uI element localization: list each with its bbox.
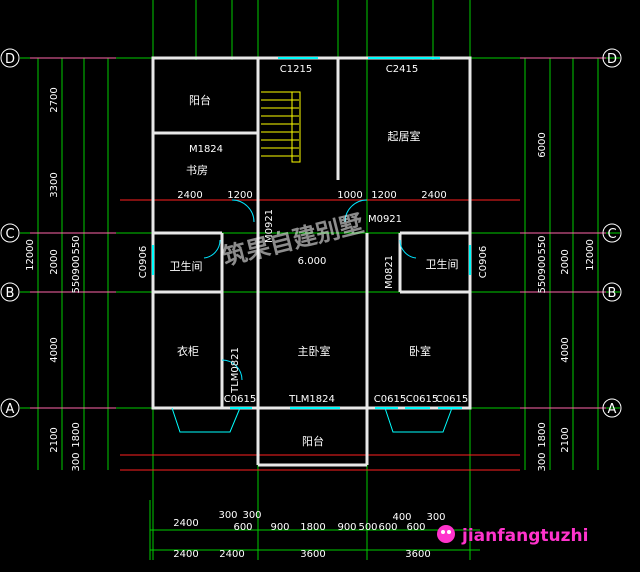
axis-label-d-left: D [5,52,15,67]
dim-bottom-1-8: 600 [378,522,397,533]
axis-label-b-left: B [6,286,15,301]
dim-left-2100: 2100 [49,427,60,452]
brand-badge: jianfangtuzhi [437,525,588,546]
dim-right-12000: 12000 [585,239,596,271]
dim-bottom-2-3: 3600 [405,549,430,560]
label-m0921-b: M0921 [368,214,402,225]
dim-2400-a: 2400 [177,190,202,201]
room-bath-right: 卫生间 [426,257,459,271]
room-bath-left: 卫生间 [170,259,203,273]
dim-bottom-2-0: 2400 [173,549,198,560]
label-m1824: M1824 [189,144,223,155]
dim-bottom-1-4: 900 [270,522,289,533]
dim-left-2700: 2700 [49,87,60,112]
bay-windows [171,407,453,433]
grid-lines [20,0,620,560]
tick-marks [30,57,606,409]
label-tlm0821: TLM0821 [230,347,241,394]
brand-text: jianfangtuzhi [461,526,588,546]
dim-bottom-2-1: 2400 [219,549,244,560]
room-study: 书房 [186,164,208,177]
dim-bottom-1-10: 600 [406,522,425,533]
dim-bottom-1-6: 900 [337,522,356,533]
label-c2415: C2415 [386,64,418,75]
dim-right-4000: 4000 [560,337,571,362]
axis-bubbles [0,48,622,418]
dim-1200-b: 1200 [371,190,396,201]
room-closet: 衣柜 [177,344,199,358]
chat-icon [437,525,455,543]
dim-1200-a: 1200 [227,190,252,201]
room-living: 起居室 [388,129,421,143]
dim-right-2000: 2000 [560,249,571,274]
dim-bottom-2-2: 3600 [300,549,325,560]
axis-label-a-left: A [6,402,15,417]
dim-right-300: 300 [537,452,548,471]
axis-label-a-right: A [608,402,617,417]
label-c0615-4: C0615 [436,394,468,405]
label-c0615-1: C0615 [224,394,256,405]
windows [152,57,471,409]
label-c1215: C1215 [280,64,312,75]
dim-bottom-1-5: 1800 [300,522,325,533]
dim-right-550b: 550 [537,274,548,293]
label-c0615-2: C0615 [374,394,406,405]
dim-left-4000: 4000 [49,337,60,362]
dim-right-2100: 2100 [560,427,571,452]
room-master: 主卧室 [298,344,331,358]
dim-2400-b: 2400 [421,190,446,201]
dim-bottom-1-1: 300 [218,510,237,521]
dim-left-2000: 2000 [49,249,60,274]
dim-right-6000: 6000 [537,132,548,157]
staircase [261,91,301,163]
dim-left-1800: 1800 [71,422,82,447]
room-balcony-north: 阳台 [189,93,211,107]
dim-left-550b: 550 [71,274,82,293]
label-c0906-right: C0906 [478,246,489,278]
axis-label-c-left: C [5,227,14,242]
dim-bottom-1-7: 500 [358,522,377,533]
label-m0821: M0821 [384,255,395,289]
axis-label-c-right: C [607,227,616,242]
label-c0906-left: C0906 [138,246,149,278]
dim-bottom-1-0: 2400 [173,518,198,529]
dim-right-1800: 1800 [537,422,548,447]
watermark: 筑果自建别墅 [220,208,367,271]
dim-left-900: 900 [71,255,82,274]
dim-left-12000: 12000 [25,239,36,271]
dim-left-550: 550 [71,235,82,254]
door-swings [203,199,417,381]
room-balcony-south: 阳台 [302,434,324,448]
axis-label-b-right: B [608,286,617,301]
dim-right-900: 900 [537,255,548,274]
dim-right-550: 550 [537,235,548,254]
label-tlm1824: TLM1824 [288,394,335,405]
axis-label-d-right: D [607,52,617,67]
dim-bottom-1-11: 300 [426,512,445,523]
floor-level: 6.000 [298,256,327,267]
dim-bottom-1-2: 300 [242,510,261,521]
dim-bottom-1-3: 600 [233,522,252,533]
dim-bottom-1-9: 400 [392,512,411,523]
dim-left-3300: 3300 [49,172,60,197]
label-m0921-a: M0921 [264,209,275,243]
dim-left-300: 300 [71,452,82,471]
dim-1000: 1000 [337,190,362,201]
room-bedroom: 卧室 [409,344,431,358]
label-c0615-3: C0615 [406,394,438,405]
axis-lines [120,199,520,471]
